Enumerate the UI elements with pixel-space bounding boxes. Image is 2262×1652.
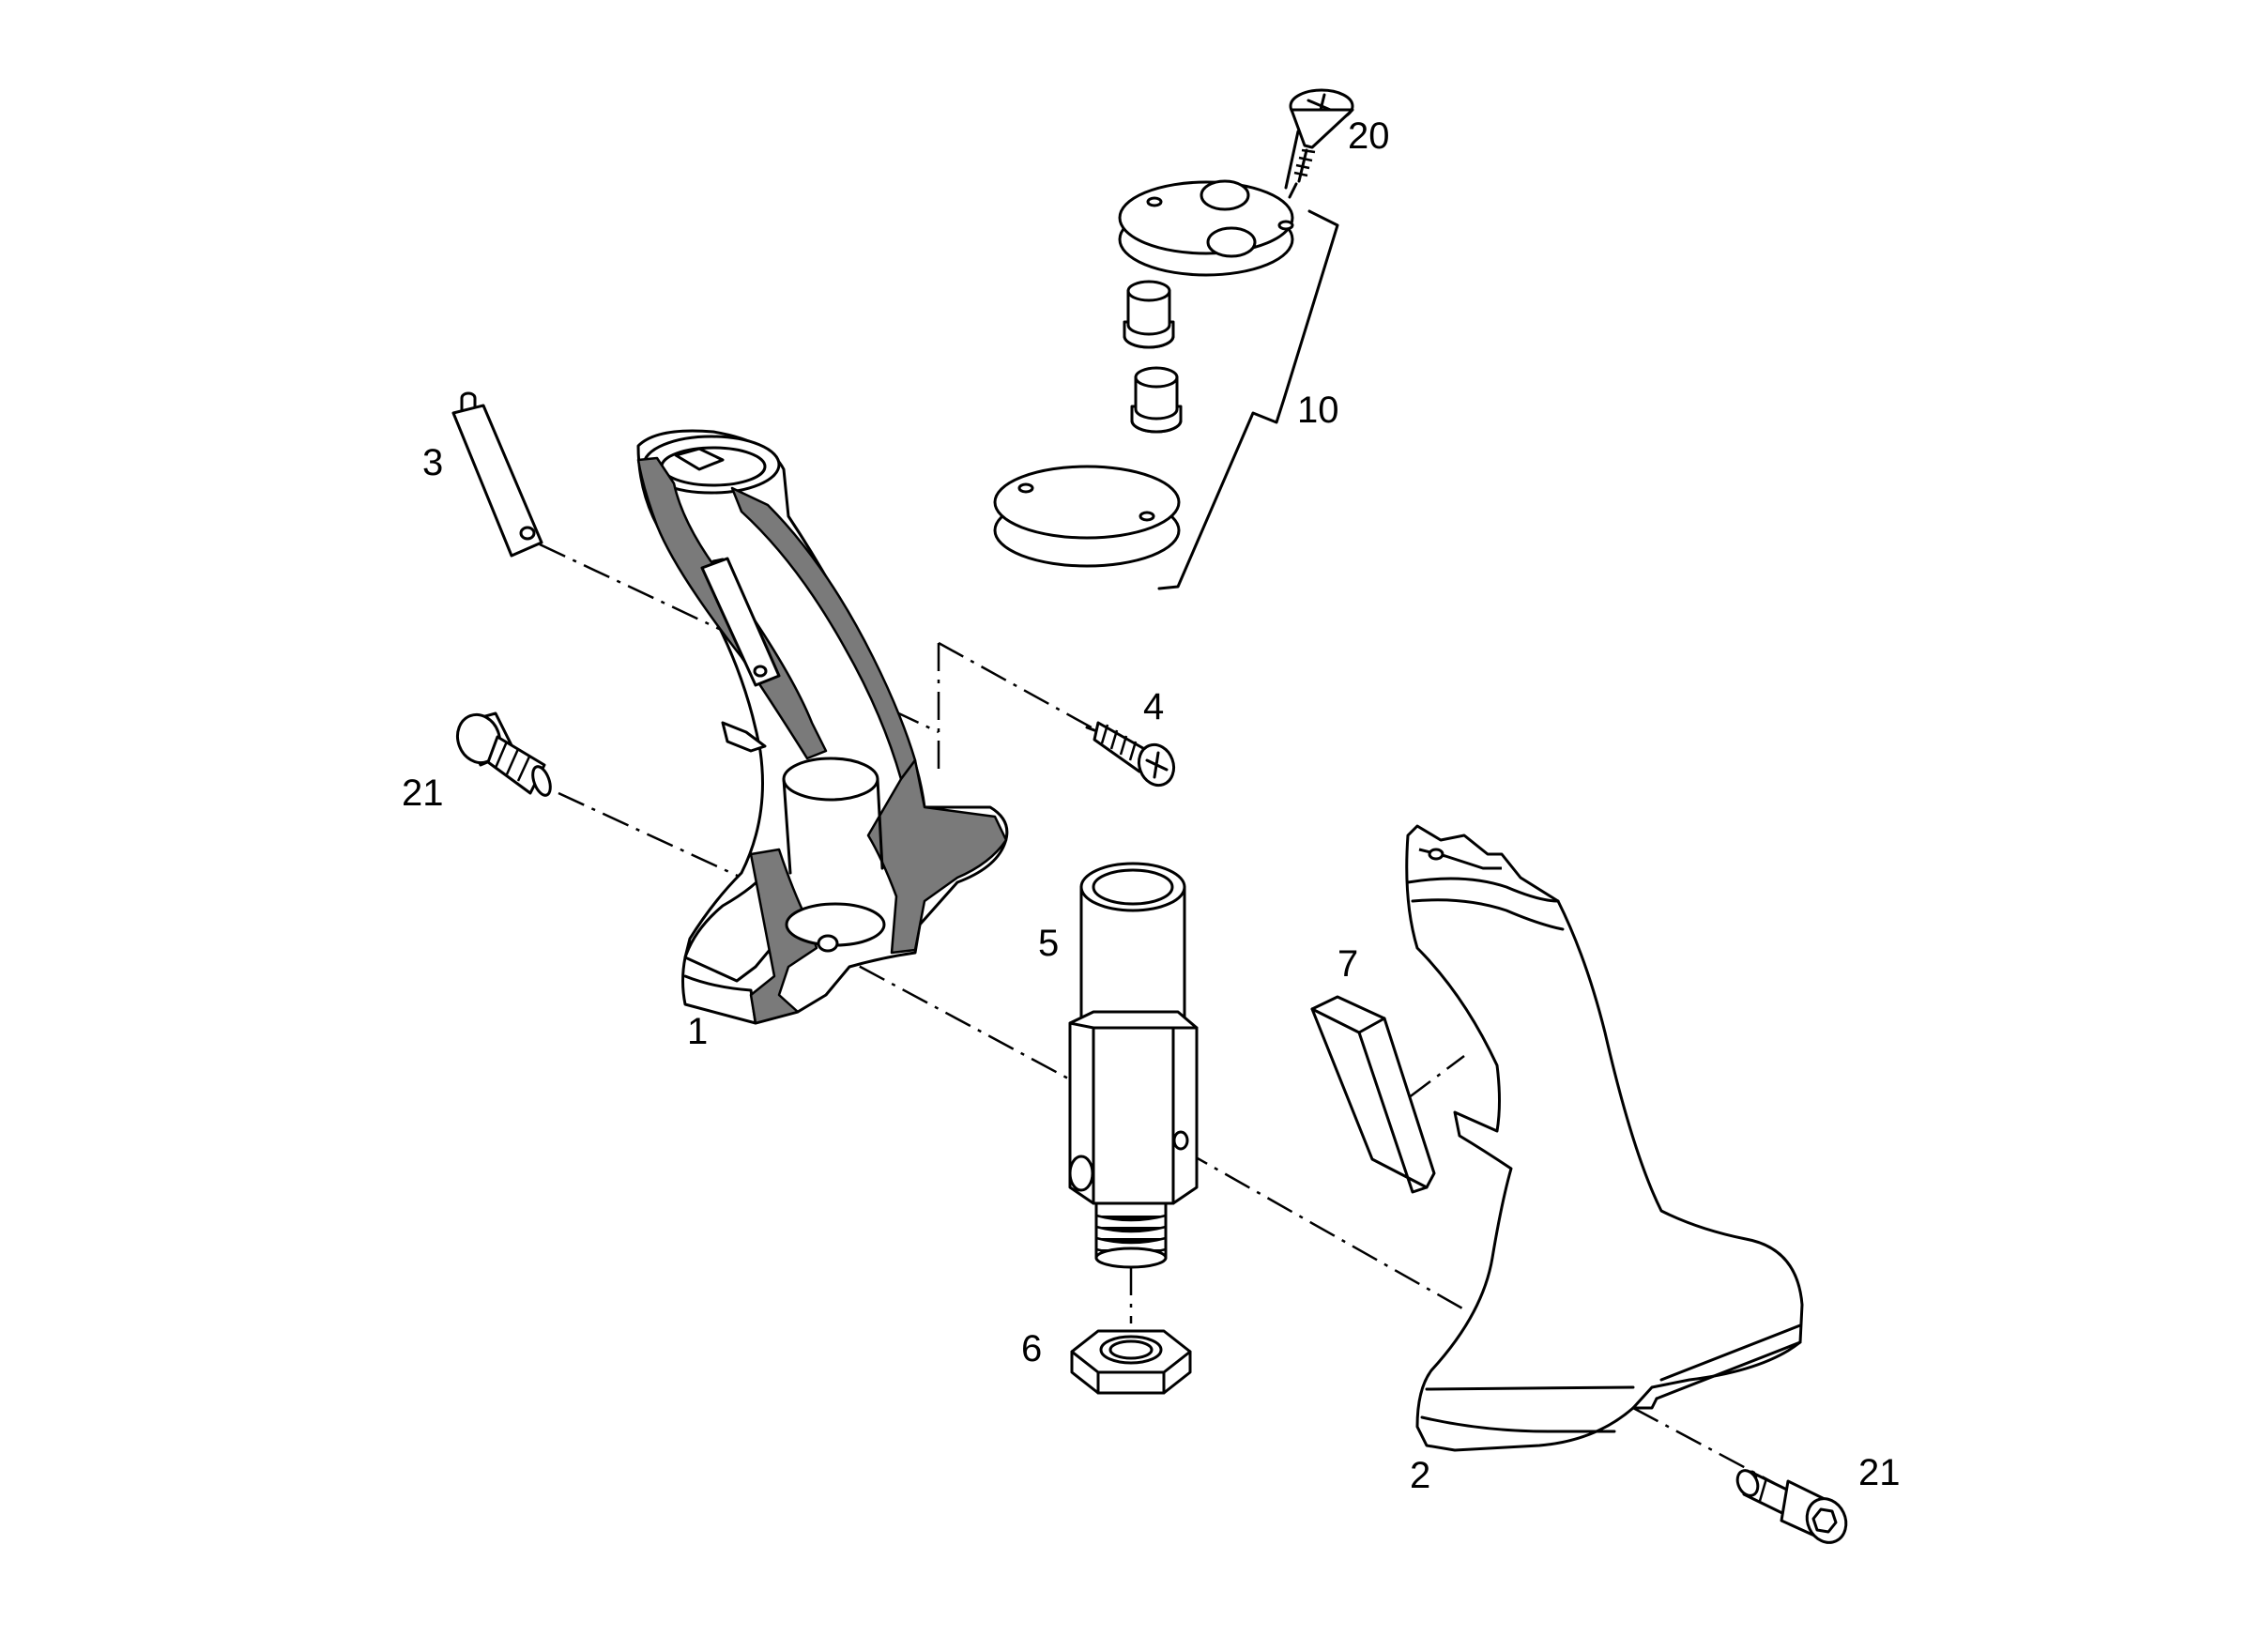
- callout-6: 6: [1021, 1328, 1042, 1369]
- callout-1: 1: [687, 1011, 708, 1052]
- callout-21-right: 21: [1858, 1452, 1901, 1493]
- part-10-cover-set: [993, 179, 1339, 590]
- part-21-bolt-right: [1735, 1469, 1848, 1544]
- callout-2: 2: [1410, 1455, 1430, 1496]
- centerline-bolt-21-left: [558, 791, 742, 880]
- centerline-bolt-21-right: [1632, 1406, 1775, 1485]
- centerline-key-7: [1407, 1055, 1465, 1099]
- centerline-screw-4: [937, 641, 1118, 774]
- part-5-shaft: [1068, 862, 1199, 1269]
- callout-21-left: 21: [402, 772, 444, 814]
- part-21-bolt-left: [455, 711, 552, 797]
- centerline-cross-hole: [816, 941, 1465, 1311]
- part-20-countersunk-screw: [1288, 88, 1354, 199]
- callout-labels: 1 2 3 4 5 6 7 10 20 21 21: [402, 115, 1901, 1496]
- callout-5: 5: [1038, 923, 1059, 964]
- leader-lines: [1284, 130, 1300, 190]
- callout-10: 10: [1297, 390, 1339, 431]
- callout-3: 3: [422, 442, 443, 483]
- part-4-tapping-screw: [1085, 721, 1176, 788]
- callout-20: 20: [1348, 115, 1390, 157]
- part-3-pin: [451, 391, 543, 558]
- callout-7: 7: [1337, 943, 1358, 985]
- part-2-grip-half: [1405, 824, 1804, 1452]
- callout-4: 4: [1143, 686, 1164, 727]
- part-6-hex-nut: [1070, 1329, 1192, 1395]
- part-1-grip-half-sectioned: [636, 429, 1009, 1025]
- part-7-block: [1310, 995, 1436, 1194]
